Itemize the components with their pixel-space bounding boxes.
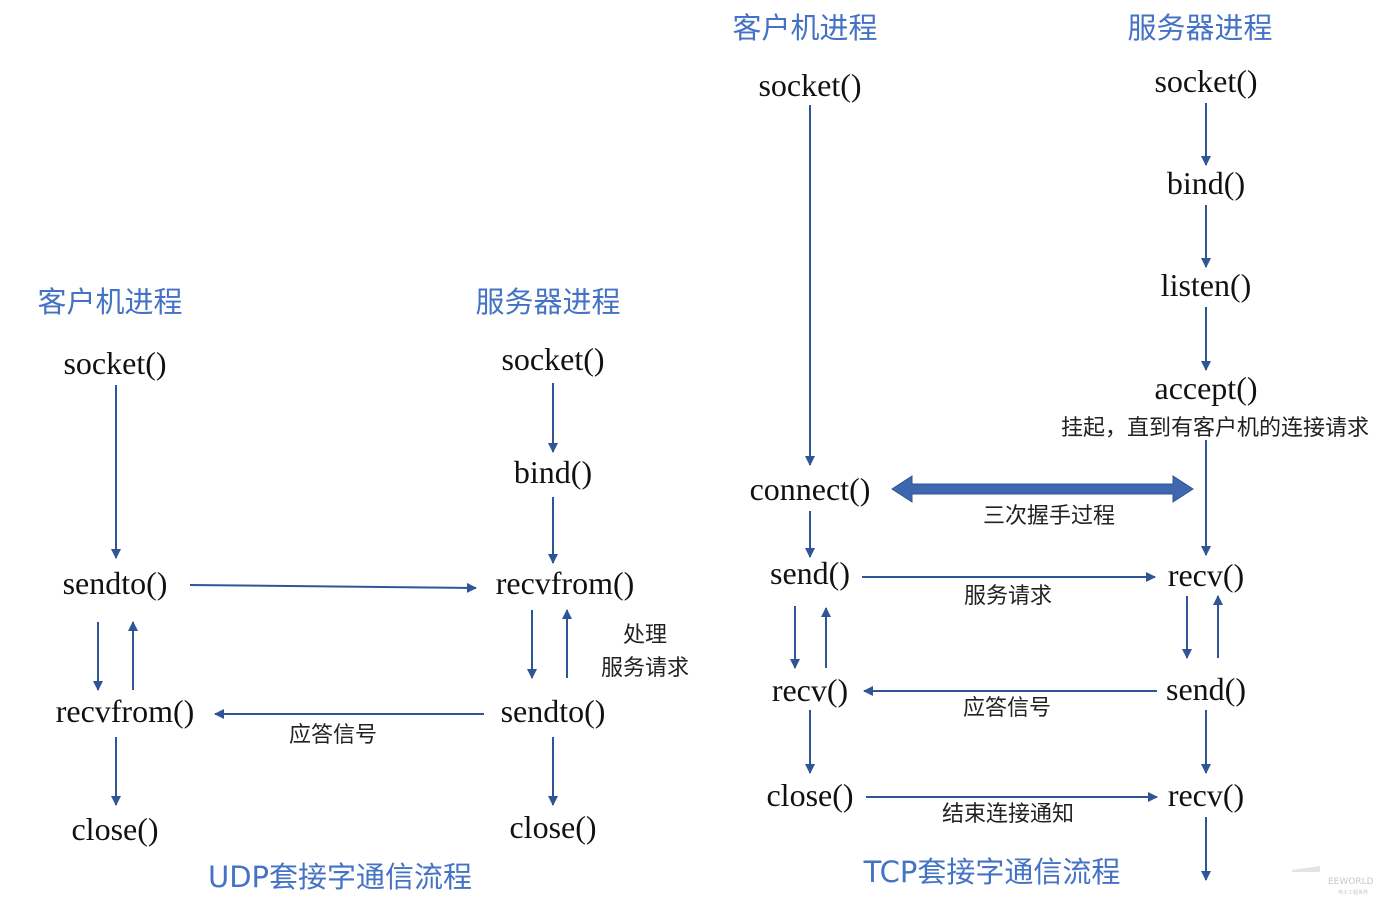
tcp-server-bind: bind()	[1167, 165, 1245, 201]
tcp-server-socket: socket()	[1154, 63, 1257, 99]
udp-client-close: close()	[71, 811, 158, 847]
udp-server-title: 服务器进程	[475, 285, 620, 319]
svg-text:EEWORLD: EEWORLD	[1328, 877, 1374, 887]
tcp-handshake-label: 三次握手过程	[983, 504, 1115, 529]
tcp-close-label: 结束连接通知	[942, 802, 1074, 827]
tcp-accept-note: 挂起，直到有客户机的连接请求	[1061, 416, 1369, 441]
tcp-server-listen: listen()	[1161, 267, 1252, 303]
flow-arrow	[189, 582, 477, 593]
tcp-reply-label: 应答信号	[963, 696, 1051, 721]
udp-reply-label: 应答信号	[289, 723, 377, 748]
tcp-client-title: 客户机进程	[732, 11, 877, 45]
tcp-request-label: 服务请求	[964, 584, 1052, 609]
udp-client-title: 客户机进程	[37, 285, 182, 319]
tcp-client-send: send()	[770, 555, 850, 591]
tcp-caption: TCP套接字通信流程	[863, 855, 1121, 889]
udp-process-label-1: 处理	[623, 623, 667, 648]
udp-process-label-2: 服务请求	[601, 656, 689, 681]
tcp-server-recv-2: recv()	[1168, 777, 1244, 813]
udp-server-bind: bind()	[514, 454, 592, 490]
tcp-client-socket: socket()	[758, 67, 861, 103]
udp-server-sendto: sendto()	[501, 693, 606, 729]
handshake-double-arrow	[891, 475, 1194, 503]
udp-server-close: close()	[509, 809, 596, 845]
udp-client-recvfrom: recvfrom()	[56, 693, 195, 729]
udp-server-socket: socket()	[501, 341, 604, 377]
svg-text:电子工程世界: 电子工程世界	[1338, 889, 1368, 896]
tcp-client-close: close()	[766, 777, 853, 813]
udp-client-sendto: sendto()	[63, 565, 168, 601]
tcp-server-recv-1: recv()	[1168, 557, 1244, 593]
arrows	[93, 103, 1223, 881]
tcp-server-title: 服务器进程	[1127, 11, 1272, 45]
tcp-client-recv: recv()	[772, 672, 848, 708]
tcp-server-accept: accept()	[1154, 370, 1257, 406]
udp-client-socket: socket()	[63, 345, 166, 381]
tcp-server-send: send()	[1166, 671, 1246, 707]
eeworld-watermark: EEWORLD 电子工程世界	[1292, 866, 1374, 896]
tcp-client-connect: connect()	[750, 471, 871, 507]
udp-caption: UDP套接字通信流程	[208, 860, 472, 894]
udp-server-recvfrom: recvfrom()	[496, 565, 635, 601]
